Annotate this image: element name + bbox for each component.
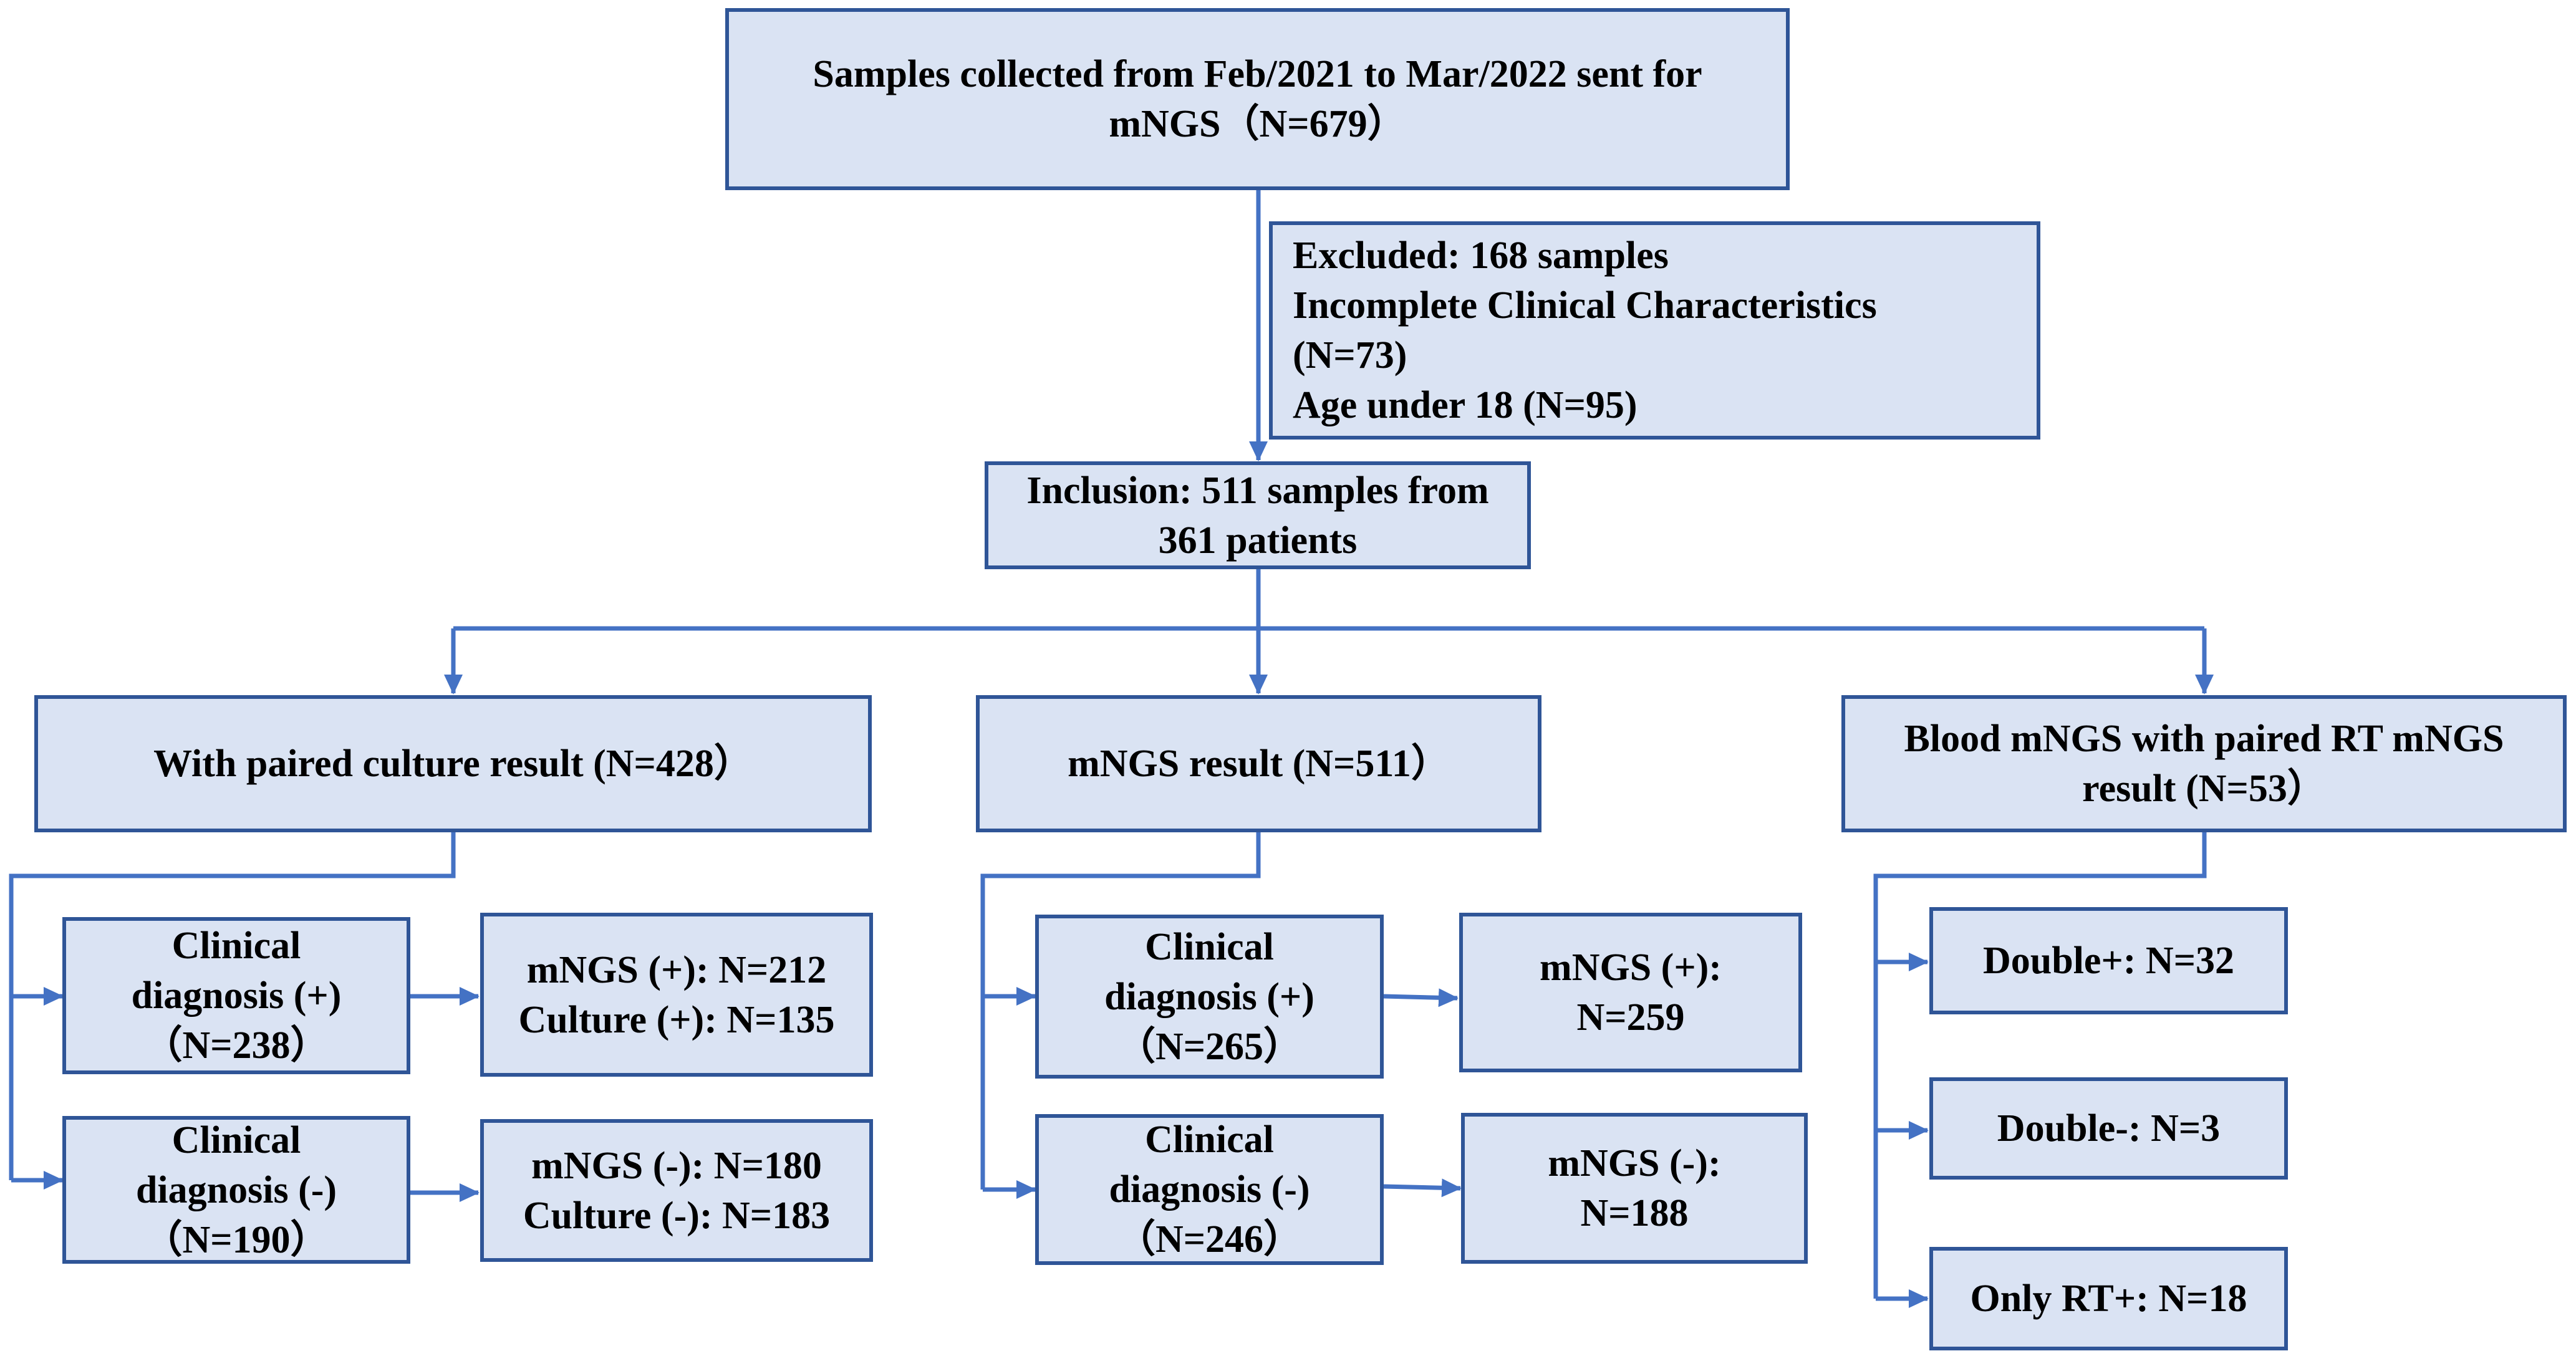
mngs-clinical-neg-box-line-1: Clinical (1145, 1118, 1274, 1161)
mngs-pos-result-box-line-2: N=259 (1576, 996, 1685, 1039)
top-samples-box: Samples collected from Feb/2021 to Mar/2… (725, 8, 1790, 190)
blood-header-box-line-2: result (N=53） (2082, 767, 2326, 810)
culture-clinical-neg-box: Clinical diagnosis (-) （N=190） (62, 1116, 410, 1264)
mngs-clinical-neg-box-line-2: diagnosis (-) (1109, 1168, 1310, 1211)
mngs-split-line (980, 832, 1261, 1190)
excluded-samples-box-line-3: (N=73) (1293, 334, 1407, 377)
mngs-neg-result-box-line-1: mNGS (-): (1548, 1142, 1721, 1185)
double-neg-box: Double-: N=3 (1929, 1077, 2288, 1180)
inclusion-box-line-2: 361 patients (1158, 519, 1358, 562)
inclusion-box-line-1: Inclusion: 511 samples from (1026, 469, 1489, 512)
mngs-neg-result-arrow (1383, 1178, 1462, 1198)
mngs-clinical-pos-box-line-3: （N=265） (1116, 1025, 1303, 1068)
only-rt-box-line-1: Only RT+: N=18 (1970, 1277, 2247, 1320)
culture-clinical-neg-box-line-3: （N=190） (143, 1218, 329, 1261)
culture-clinical-pos-box-line-3: （N=238） (143, 1024, 329, 1067)
culture-clinical-pos-box: Clinical diagnosis (+) （N=238） (62, 917, 410, 1074)
culture-header-box: With paired culture result (N=428） (34, 695, 872, 832)
top-samples-box-line-2: mNGS（N=679） (1109, 103, 1406, 145)
culture-header-box-line-1: With paired culture result (N=428） (153, 743, 753, 785)
mngs-clinical-pos-box-line-1: Clinical (1145, 925, 1274, 968)
mngs-header-box: mNGS result (N=511） (976, 695, 1541, 832)
mngs-pos-result-box: mNGS (+): N=259 (1459, 913, 1802, 1072)
double-pos-box-line-1: Double+: N=32 (1982, 940, 2235, 982)
culture-clinical-neg-box-line-1: Clinical (171, 1118, 301, 1161)
culture-clinical-pos-box-line-1: Clinical (171, 925, 301, 967)
mngs-pos-result-arrow (1383, 988, 1459, 1007)
culture-split-line (9, 832, 456, 1180)
blood-split-line (1873, 832, 2207, 1299)
top-samples-box-line-1: Samples collected from Feb/2021 to Mar/2… (813, 53, 1702, 95)
culture-clinical-neg-box-line-2: diagnosis (-) (135, 1168, 337, 1211)
only-rt-box: Only RT+: N=18 (1929, 1247, 2288, 1350)
culture-neg-result-box-line-1: mNGS (-): N=180 (531, 1144, 822, 1187)
mngs-neg-result-box-line-2: N=188 (1580, 1192, 1689, 1234)
mngs-clinical-pos-box-line-2: diagnosis (+) (1104, 975, 1315, 1018)
mngs-clinical-neg-box-line-3: （N=246） (1116, 1218, 1303, 1261)
excluded-samples-box-line-2: Incomplete Clinical Characteristics (1293, 284, 1877, 327)
mngs-clinical-pos-box: Clinical diagnosis (+) （N=265） (1035, 915, 1384, 1079)
culture-neg-result-box-line-2: Culture (-): N=183 (523, 1194, 831, 1237)
culture-pos-result-box-line-1: mNGS (+): N=212 (526, 948, 827, 991)
blood-header-box-line-1: Blood mNGS with paired RT mNGS (1904, 718, 2504, 760)
mngs-header-box-line-1: mNGS result (N=511） (1068, 743, 1450, 785)
inclusion-box: Inclusion: 511 samples from 361 patients (985, 461, 1531, 569)
culture-pos-result-box-line-2: Culture (+): N=135 (518, 998, 835, 1041)
mngs-pos-result-box-line-1: mNGS (+): (1540, 946, 1722, 989)
culture-clinical-pos-box-line-2: diagnosis (+) (131, 974, 342, 1017)
mngs-neg-result-box: mNGS (-): N=188 (1461, 1113, 1808, 1264)
excluded-samples-box-line-1: Excluded: 168 samples (1293, 234, 1669, 277)
blood-header-box: Blood mNGS with paired RT mNGS result (N=… (1841, 695, 2567, 832)
double-pos-box: Double+: N=32 (1929, 907, 2288, 1014)
excluded-samples-box-line-4: Age under 18 (N=95) (1293, 384, 1638, 426)
double-neg-box-line-1: Double-: N=3 (1997, 1107, 2221, 1150)
mngs-clinical-neg-box: Clinical diagnosis (-) （N=246） (1035, 1114, 1384, 1265)
